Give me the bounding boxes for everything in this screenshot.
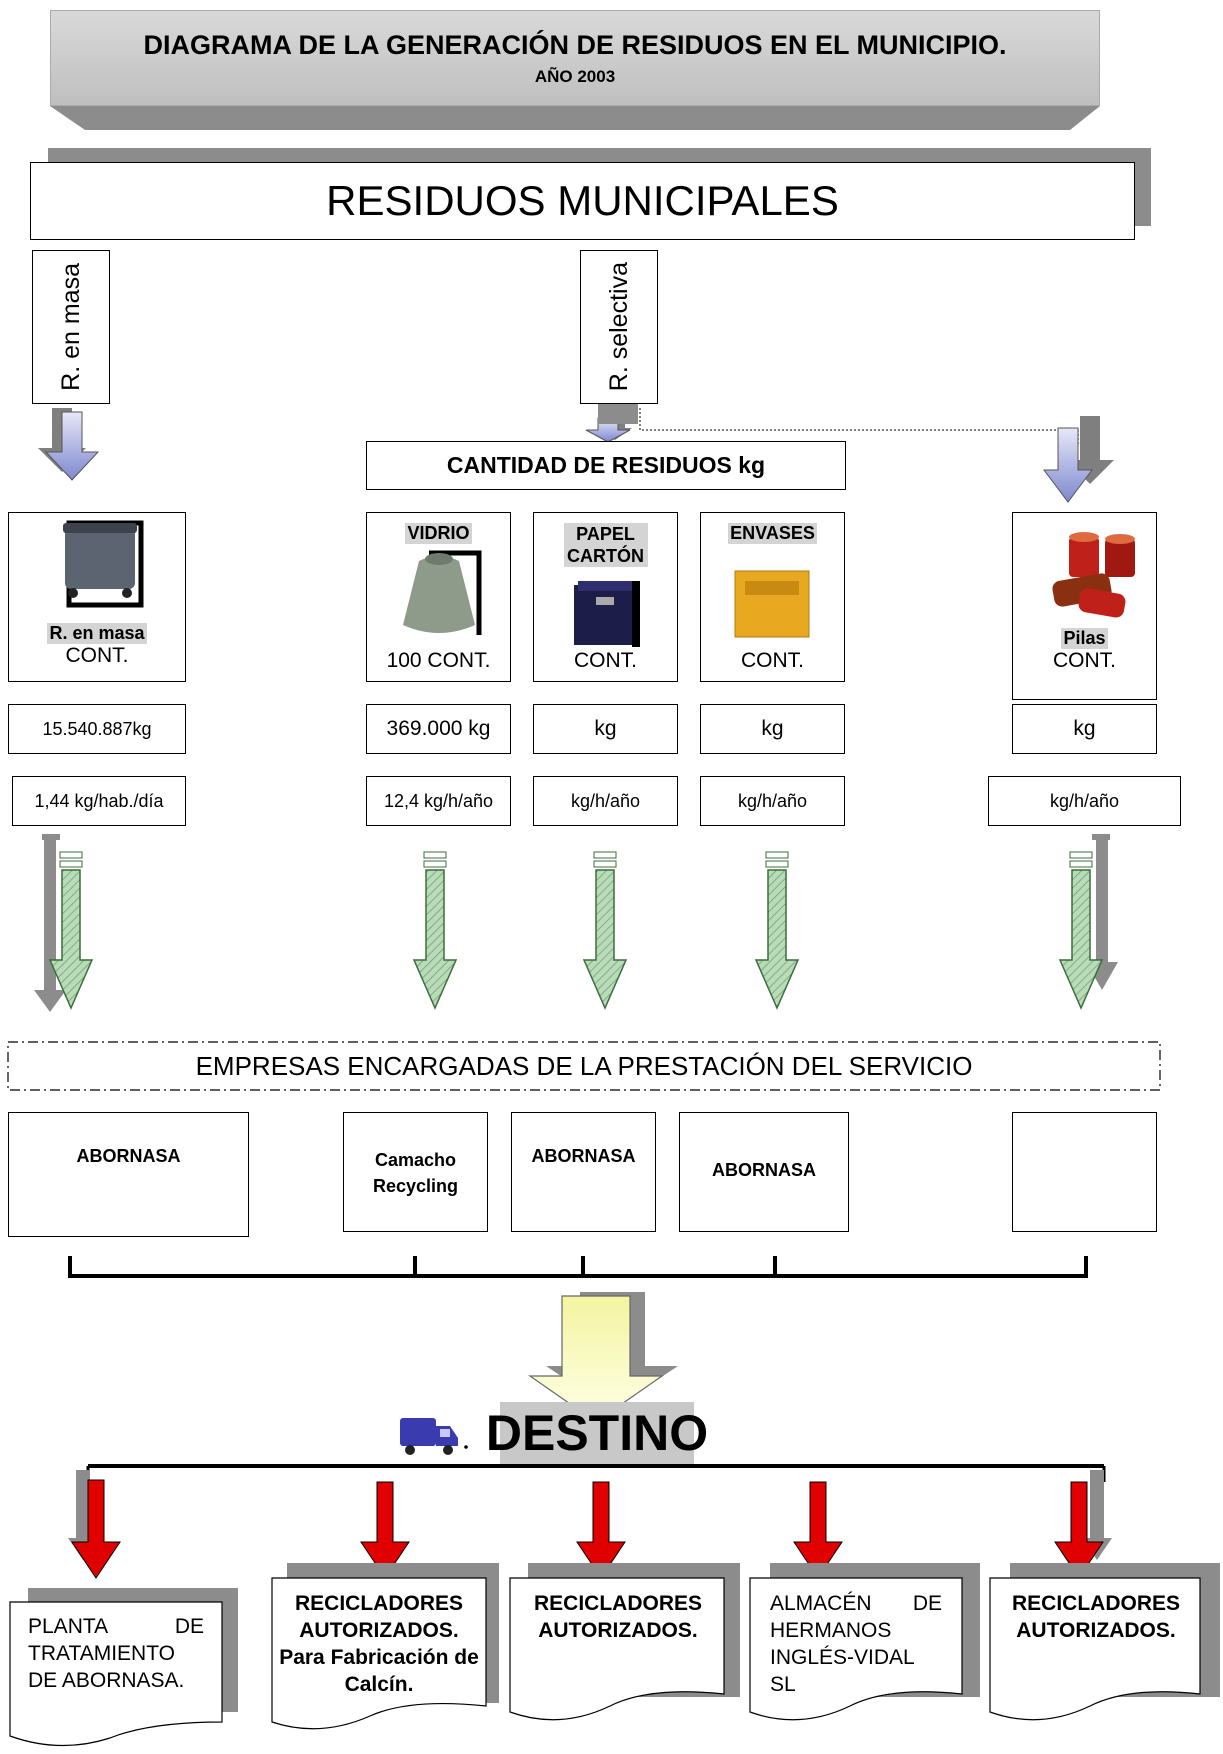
branch-masa-label: R. en masa [56,263,85,391]
companies-header-label: EMPRESAS ENCARGADAS DE LA PRESTACIÓN DEL… [195,1050,973,1081]
glass-igloo-icon [403,550,482,635]
amount-box-masa: 15.540.887kg [8,704,186,754]
red-arrows [68,1470,1112,1579]
container-label-envases: ENVASES [728,523,817,544]
diagram-title: DIAGRAMA DE LA GENERACIÓN DE RESIDUOS EN… [143,29,1007,60]
rate-papel: kg/h/año [570,790,641,811]
branch-masa: R. en masa [32,250,110,404]
destination-5: RECICLADORES AUTORIZADOS. [998,1590,1194,1644]
company-box-1: ABORNASA [8,1112,249,1237]
destination-text-4: ALMACÉN DE HERMANOS INGLÉS-VIDAL SL [770,1592,942,1696]
rate-vidrio: 12,4 kg/h/año [383,790,494,811]
title-banner: DIAGRAMA DE LA GENERACIÓN DE RESIDUOS EN… [50,10,1100,106]
container-count-vidrio: 100 CONT. [386,649,491,672]
green-arrow-4 [754,851,800,1010]
destination-text-2: RECICLADORES AUTORIZADOS. Para Fabricaci… [279,1592,479,1696]
green-arrows [34,834,1118,1012]
yellow-down-arrow [528,1292,678,1423]
company-name-3: ABORNASA [531,1146,636,1166]
company-box-2: Camacho Recycling [343,1112,488,1232]
companies-bracket [68,1256,1088,1278]
red-arrow-5 [1054,1470,1112,1579]
rate-box-papel: kg/h/año [533,776,678,826]
blue-arrow-right [1043,416,1114,503]
amount-pilas: kg [1073,717,1096,740]
rate-box-envases: kg/h/año [700,776,845,826]
green-arrow-2 [412,851,458,1010]
diagram-subtitle: AÑO 2003 [534,66,616,86]
rate-envases: kg/h/año [737,790,808,811]
amount-box-vidrio: 369.000 kg [366,704,511,754]
batteries-icon [1052,532,1135,618]
amount-vidrio: 369.000 kg [386,717,491,740]
amount-masa: 15.540.887kg [42,718,152,739]
container-count-masa: CONT. [65,644,129,667]
company-box-3: ABORNASA [511,1112,656,1232]
destination-3: RECICLADORES AUTORIZADOS. [518,1590,718,1644]
amount-box-envases: kg [700,704,845,754]
rate-box-masa: 1,44 kg/hab./día [12,776,186,826]
destination-1: PLANTA DE TRATAMIENTO DE ABORNASA. [28,1613,204,1694]
red-arrow-2 [360,1481,410,1579]
rate-pilas: kg/h/año [1049,790,1120,811]
red-arrow-3 [576,1481,626,1579]
companies-header-border [7,1041,1161,1091]
container-label-vidrio: VIDRIO [405,523,472,544]
container-count-pilas: CONT. [1053,649,1116,672]
quantity-header: CANTIDAD DE RESIDUOS kg [366,441,846,490]
main-box-label: RESIDUOS MUNICIPALES [326,177,839,224]
destination-2: RECICLADORES AUTORIZADOS. Para Fabricaci… [278,1590,480,1698]
destination-text-1: PLANTA DE TRATAMIENTO DE ABORNASA. [28,1615,204,1692]
company-name-1: ABORNASA [76,1146,181,1166]
green-arrow-1 [34,834,94,1012]
amount-box-papel: kg [533,704,678,754]
rate-masa: 1,44 kg/hab./día [34,790,164,811]
wheelie-bin-icon [63,520,144,608]
paper-container-icon [574,581,640,647]
amount-papel: kg [594,717,617,740]
container-count-papel: CONT. [574,649,637,672]
destination-doc-shapes [9,1563,1220,1747]
green-arrow-5 [1058,834,1118,1010]
company-box-4: ABORNASA [679,1112,849,1232]
blue-arrow-center [585,402,638,443]
title-banner-shadow [50,106,1100,130]
container-card-vidrio: VIDRIO 100 CONT. [366,512,511,682]
red-arrow-4 [793,1481,843,1579]
container-label-masa: R. en masa [47,623,147,644]
company-name-2: Camacho Recycling [372,1150,459,1196]
green-arrow-3 [582,851,628,1010]
destino-label-box: DESTINO [486,1402,708,1464]
container-label-papel: PAPEL CARTÓN [563,523,648,567]
container-card-envases: ENVASES CONT. [700,512,845,682]
container-card-pilas: Pilas CONT. [1012,512,1157,700]
container-card-papel: PAPEL CARTÓN CONT. [533,512,678,682]
red-arrow-1 [68,1470,121,1579]
destination-text-5: RECICLADORES AUTORIZADOS. [1011,1592,1180,1642]
companies-header: EMPRESAS ENCARGADAS DE LA PRESTACIÓN DEL… [8,1042,1160,1090]
container-card-masa: R. en masa CONT. [8,512,186,682]
main-box-shadow [48,148,1151,162]
container-count-envases: CONT. [741,649,804,672]
branch-selectiva: R. selectiva [580,250,658,404]
destination-text-3: RECICLADORES AUTORIZADOS. [533,1592,702,1642]
branch-selectiva-label: R. selectiva [604,262,633,392]
rate-box-vidrio: 12,4 kg/h/año [366,776,511,826]
quantity-header-label: CANTIDAD DE RESIDUOS kg [446,452,766,478]
destination-4: ALMACÉN DE HERMANOS INGLÉS-VIDAL SL [770,1590,942,1698]
main-box: RESIDUOS MUNICIPALES [30,162,1135,240]
amount-box-pilas: kg [1012,704,1157,754]
rate-box-pilas: kg/h/año [988,776,1181,826]
packaging-container-icon [734,570,810,638]
company-box-5 [1012,1112,1157,1232]
company-name-4: ABORNASA [711,1160,816,1180]
destino-label: DESTINO [485,1405,709,1461]
container-label-pilas: Pilas [1061,628,1108,649]
truck-icon [400,1418,468,1455]
blue-arrow-left [38,408,100,481]
amount-envases: kg [761,717,784,740]
dotted-connector [639,408,1079,445]
